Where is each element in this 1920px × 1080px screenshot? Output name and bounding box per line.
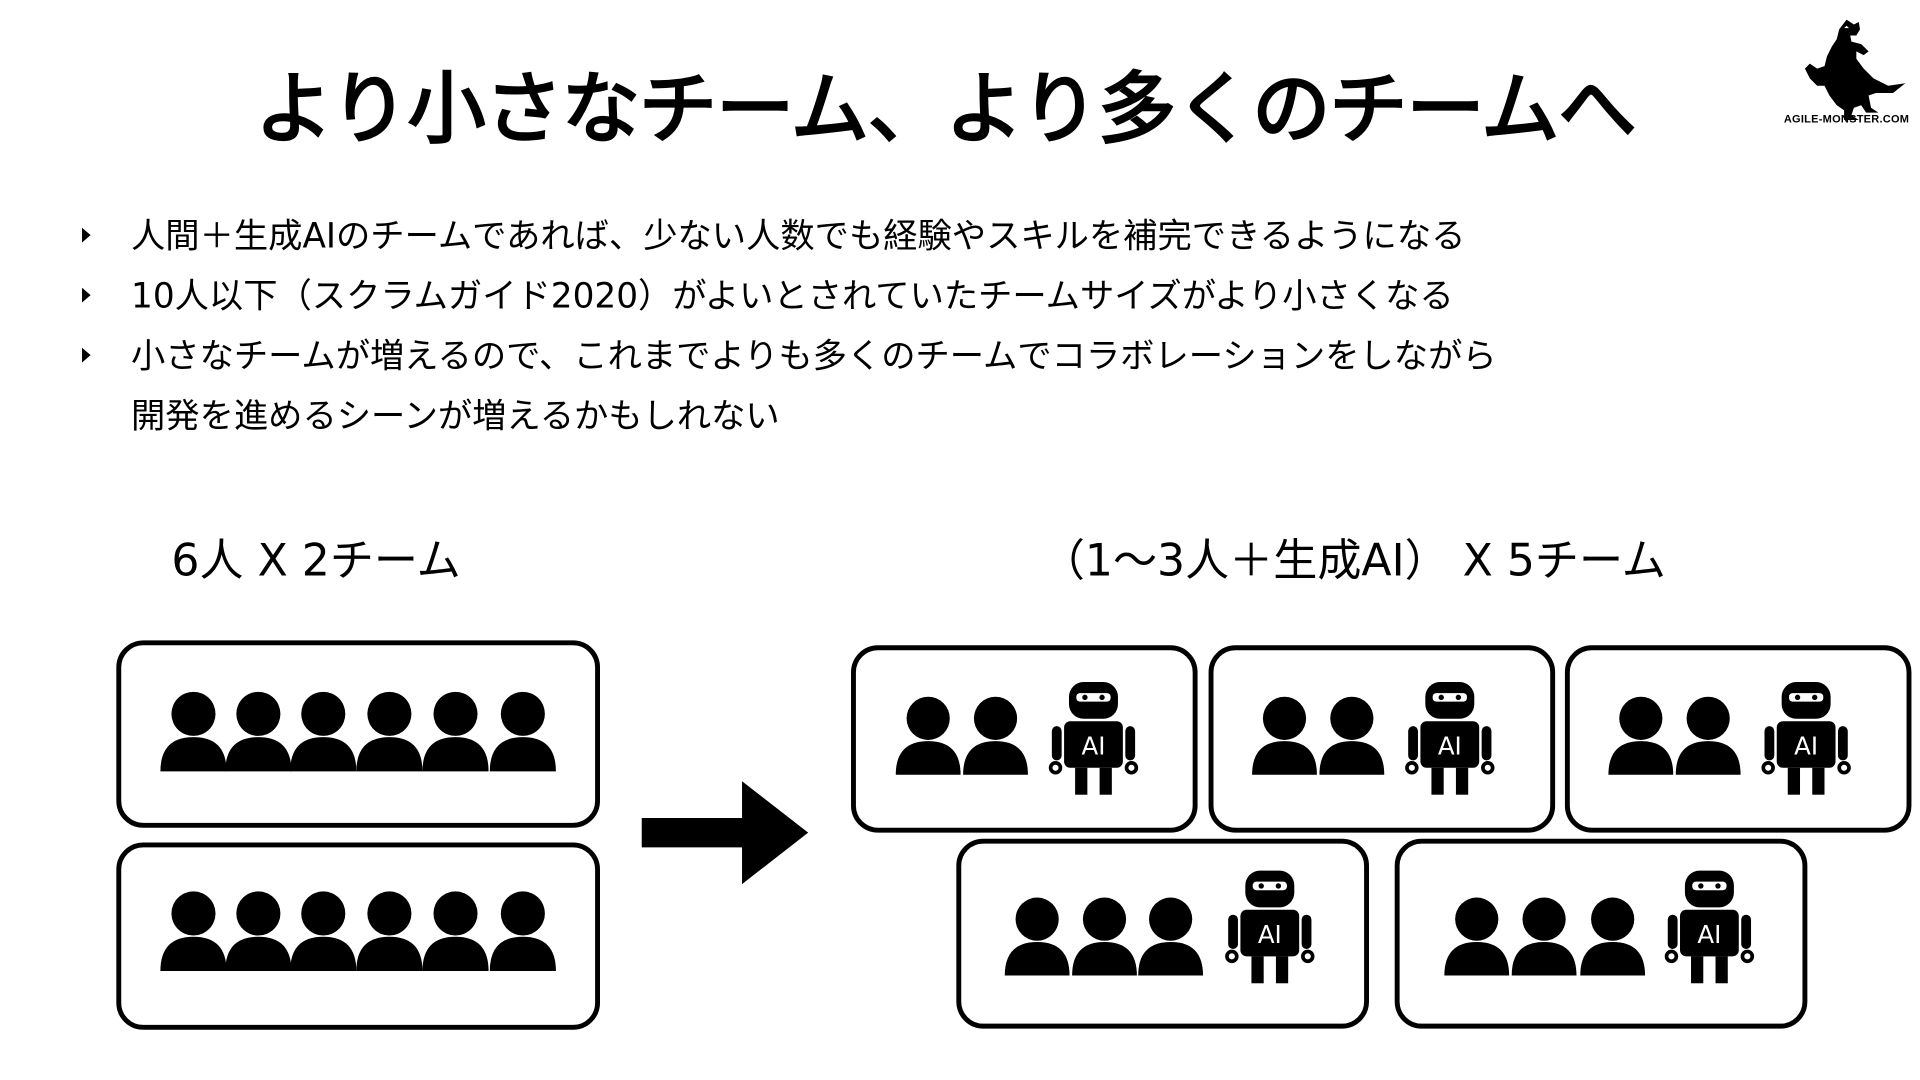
ai-badge: AI xyxy=(1258,920,1282,949)
person-icon xyxy=(356,691,423,772)
person-icon xyxy=(356,891,423,972)
person-icon xyxy=(160,891,227,972)
robot-icon: AI xyxy=(1225,870,1315,984)
person-icon xyxy=(1252,696,1317,775)
before-team-1 xyxy=(116,640,601,828)
bullet-text: 10人以下（スクラムガイド2020）がよいとされていたチームサイズがより小さくな… xyxy=(131,275,1454,316)
bullet-text: 小さなチームが増えるので、これまでよりも多くのチームでコラボレーションをしながら xyxy=(131,335,1497,376)
after-team-5 xyxy=(1394,838,1808,1029)
person-icon xyxy=(1675,696,1741,775)
person-icon xyxy=(1608,696,1674,775)
robot-icon: AI xyxy=(1761,682,1851,795)
person-icon xyxy=(225,691,292,772)
person-icon xyxy=(489,691,556,772)
after-team-3 xyxy=(1564,645,1912,833)
ai-badge: AI xyxy=(1697,920,1721,949)
before-label: 6人 X 2チーム xyxy=(171,536,461,587)
ai-badge: AI xyxy=(1438,731,1462,760)
person-icon xyxy=(1580,897,1646,976)
arrow-right-icon xyxy=(641,781,809,885)
triangle-right-icon xyxy=(81,225,93,252)
person-icon xyxy=(1444,897,1510,976)
person-icon xyxy=(1004,897,1070,976)
person-icon xyxy=(963,696,1028,775)
ai-badge: AI xyxy=(1794,731,1818,760)
robot-icon: AI xyxy=(1048,682,1139,795)
person-icon xyxy=(290,691,357,772)
person-icon xyxy=(1138,897,1204,976)
ai-badge: AI xyxy=(1081,731,1105,760)
triangle-right-icon xyxy=(81,345,93,372)
triangle-right-icon xyxy=(81,285,93,312)
after-team-2 xyxy=(1208,645,1556,833)
person-icon xyxy=(290,891,357,972)
person-icon xyxy=(422,891,489,972)
person-icon xyxy=(895,696,961,775)
person-icon xyxy=(225,891,292,972)
bullet-text: 開発を進めるシーンが増えるかもしれない xyxy=(131,395,780,436)
kaiju-logo-icon xyxy=(1804,19,1906,121)
after-label: （1〜3人＋生成AI） X 5チーム xyxy=(1040,536,1666,587)
robot-icon: AI xyxy=(1664,870,1755,984)
after-team-4 xyxy=(956,838,1369,1029)
person-icon xyxy=(1511,897,1577,976)
slide-title: より小さなチーム、より多くのチームへ xyxy=(254,64,1637,156)
person-icon xyxy=(1319,696,1385,775)
person-icon xyxy=(1072,897,1137,976)
person-icon xyxy=(422,691,489,772)
before-team-2 xyxy=(116,842,601,1030)
person-icon xyxy=(489,891,556,972)
after-team-1 xyxy=(851,645,1198,833)
person-icon xyxy=(160,691,227,772)
bullet-text: 人間＋生成AIのチームであれば、少ない人数でも経験やスキルを補完できるようになる xyxy=(131,215,1466,256)
robot-icon: AI xyxy=(1405,682,1495,795)
logo-text: AGILE-MONSTER.COM xyxy=(1783,112,1910,125)
